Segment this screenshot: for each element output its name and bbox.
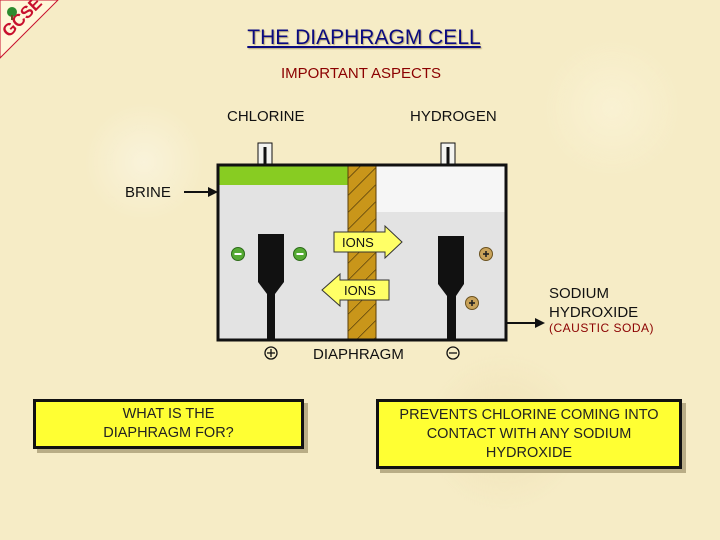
hydrogen-outlet-pipe <box>440 142 456 166</box>
anode-electrode <box>258 234 284 340</box>
gcse-logo: GCSE <box>0 0 59 59</box>
sodium-ion-icon <box>479 247 493 261</box>
brine-label: BRINE <box>125 184 171 201</box>
hydrogen-label: HYDROGEN <box>410 108 497 125</box>
cathode-electrode <box>438 236 464 340</box>
page-title: THE DIAPHRAGM CELL <box>247 26 481 49</box>
caustic-soda-label: (CAUSTIC SODA) <box>549 321 655 335</box>
chloride-ion-icon <box>293 247 307 261</box>
sodium-hydroxide-label: SODIUM HYDROXIDE <box>549 285 639 321</box>
page-subtitle: IMPORTANT ASPECTS <box>280 65 442 82</box>
diaphragm-label: DIAPHRAGM <box>313 346 404 363</box>
chlorine-label: CHLORINE <box>227 108 305 125</box>
answer-box: PREVENTS CHLORINE COMING INTO CONTACT WI… <box>376 399 682 469</box>
question-text: WHAT IS THE DIAPHRAGM FOR? <box>103 406 234 441</box>
answer-text: PREVENTS CHLORINE COMING INTO CONTACT WI… <box>399 406 659 461</box>
sodium-hydroxide-outlet-arrow <box>506 318 545 328</box>
tree-icon <box>7 7 17 20</box>
anode-plus-icon <box>264 346 278 360</box>
question-box: WHAT IS THE DIAPHRAGM FOR? <box>33 399 304 449</box>
ions-arrow-right-label: IONS <box>342 235 374 250</box>
ions-arrow-right: IONS <box>333 224 403 260</box>
chlorine-outlet-pipe <box>257 142 273 166</box>
brine-inlet-arrow <box>184 187 218 197</box>
sodium-ion-icon <box>465 296 479 310</box>
cathode-minus-icon <box>446 346 460 360</box>
chloride-ion-icon <box>231 247 245 261</box>
ions-arrow-left-label: IONS <box>344 283 376 298</box>
ions-arrow-left: IONS <box>321 272 390 308</box>
